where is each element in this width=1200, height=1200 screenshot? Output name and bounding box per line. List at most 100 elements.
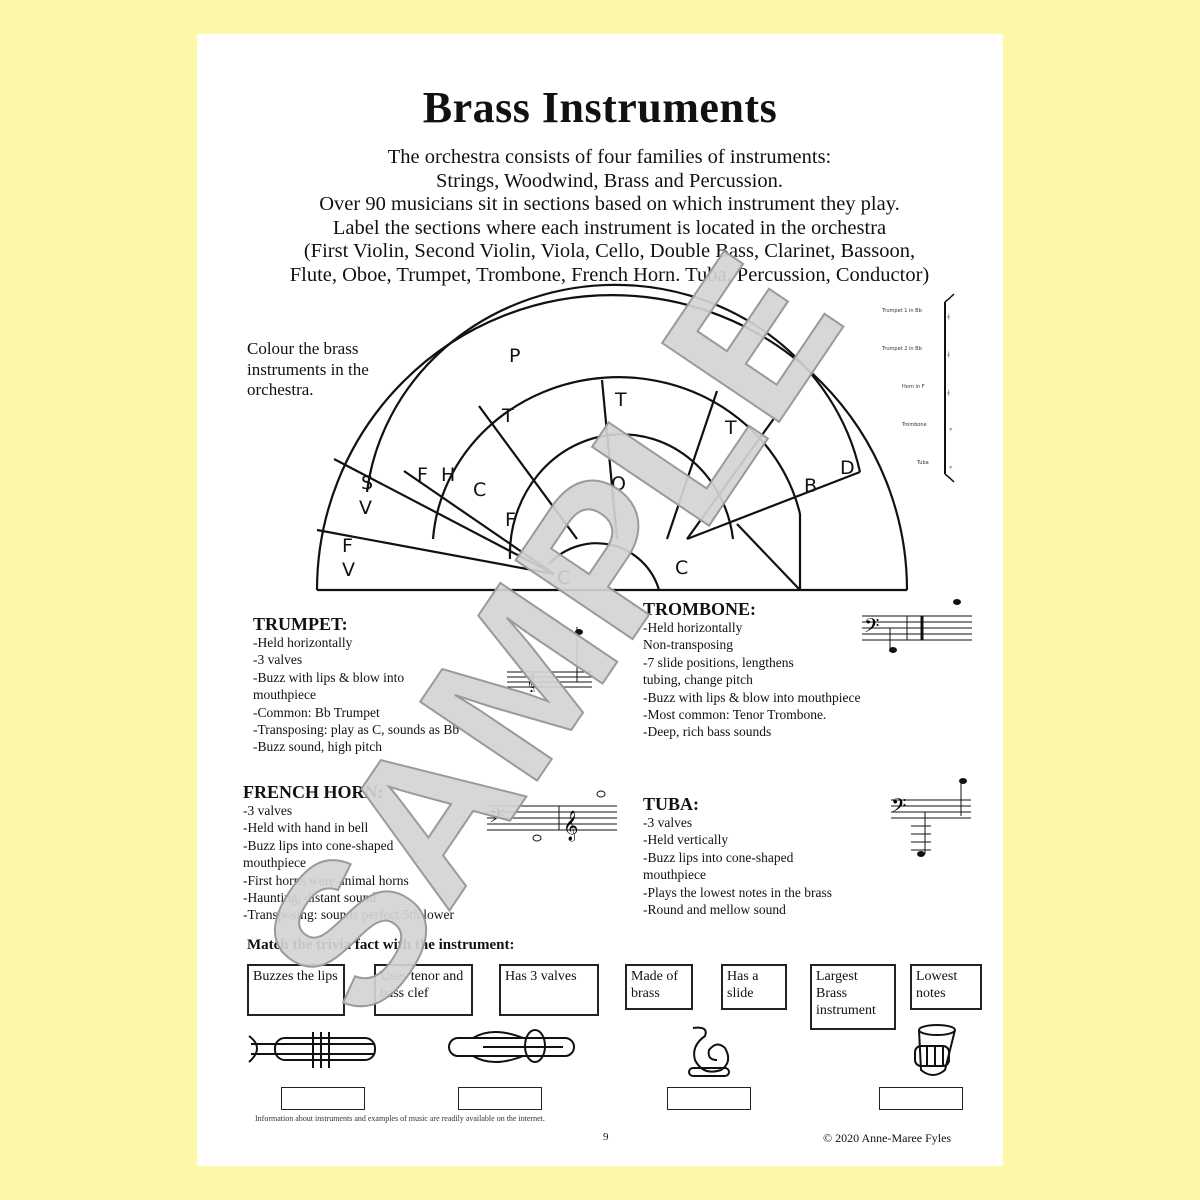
orch-label: T	[614, 389, 627, 411]
section-heading: FRENCH HORN:	[243, 782, 384, 802]
fact-line: -7 slide positions, lengthens	[643, 654, 794, 670]
ring-arc-3	[508, 433, 735, 560]
staff-label: Horn in F	[902, 384, 925, 390]
fact-line: -Held with hand in bell	[243, 820, 369, 836]
trivia-box[interactable]: Buzzes the lips	[247, 964, 345, 1016]
orch-label: D	[840, 457, 855, 479]
divider	[333, 458, 555, 575]
orch-label: C	[675, 557, 688, 579]
trivia-box[interactable]: Has 3 valves	[499, 964, 599, 1016]
ring-arc-1	[365, 283, 862, 493]
fact-line: mouthpiece	[243, 855, 306, 871]
divider	[403, 470, 555, 575]
intro-line: Flute, Oboe, Trumpet, Trombone, French H…	[289, 263, 930, 286]
trivia-box[interactable]: Largest Brass instrument	[810, 964, 896, 1030]
section-heading: TUBA:	[643, 794, 700, 814]
trivia-box[interactable]: Lowest notes	[910, 964, 982, 1010]
staff-label: Trombone	[901, 422, 927, 428]
orch-label: B	[804, 475, 817, 497]
fact-line: -Buzz sound, high pitch	[253, 739, 382, 755]
staff-label: Trumpet 1 in Bb	[881, 308, 922, 314]
section-heading: TRUMPET:	[253, 614, 348, 634]
bass-clef-icon: 𝄢	[949, 466, 953, 472]
bass-clef-icon: 𝄢	[864, 614, 879, 642]
tuba-icon	[914, 1024, 956, 1076]
trombone-section: TROMBONE: -Held horizontally Non-transpo…	[643, 599, 973, 741]
copyright: © 2020 Anne-Maree Fyles	[823, 1131, 952, 1145]
trombone-range-staff: 𝄢	[862, 599, 972, 653]
fact-line: -Common: Bb Trumpet	[253, 704, 380, 720]
french-horn-range-staff: 𝄢 𝄞	[487, 790, 617, 842]
fact-line: -Buzz with lips & blow into mouthpiece	[643, 689, 861, 705]
trumpet-section: TRUMPET: -Held horizontally -3 valves -B…	[253, 614, 583, 756]
colour-instruction: Colour the brass instruments in the orch…	[247, 339, 369, 399]
fact-line: -Most common: Tenor Trombone.	[643, 707, 827, 723]
orch-label: O	[611, 473, 626, 495]
intro-line: (First Violin, Second Violin, Viola, Cel…	[303, 240, 916, 262]
answer-box-trumpet[interactable]	[281, 1087, 365, 1110]
orch-label: C	[557, 567, 570, 589]
fact-line: -3 valves	[643, 815, 693, 830]
fact-line: -First horns were animal horns	[243, 872, 409, 888]
fact-line: -Round and mellow sound	[643, 902, 786, 918]
outer-arc	[315, 293, 909, 591]
fact-line: -Buzz lips into cone-shaped	[643, 849, 794, 865]
fact-line: Non-transposing	[643, 637, 733, 653]
orch-label: P	[509, 345, 520, 367]
answer-box-tuba[interactable]	[879, 1087, 963, 1110]
ring-arc-4	[548, 542, 661, 591]
french-horn-icon	[688, 1026, 730, 1077]
tuba-section: TUBA: -3 valves -Held vertically -Buzz l…	[643, 794, 973, 918]
bass-clef-icon: 𝄢	[489, 804, 504, 832]
tuba-range-staff: 𝄢	[891, 778, 971, 857]
orch-label: V	[342, 559, 355, 581]
worksheet-page: Brass Instruments The orchestra consists…	[197, 34, 1003, 1166]
treble-clef-icon: 𝄞	[947, 313, 950, 320]
divider	[316, 528, 555, 576]
fact-line: -Transposing: sounds perfect 5th lower	[243, 907, 454, 923]
fact-line: -Held vertically	[643, 832, 729, 848]
fact-line: -Buzz with lips & blow into	[253, 669, 405, 685]
trumpet-range-staff: 𝄞	[507, 627, 592, 692]
staff-label: Trumpet 2 in Bb	[881, 346, 922, 352]
fact-line: tubing, change pitch	[643, 672, 753, 688]
divider	[686, 416, 776, 540]
ring-arc-2	[431, 376, 802, 540]
footer-note: Information about instruments and exampl…	[255, 1114, 545, 1123]
answer-box-trombone[interactable]	[458, 1087, 542, 1110]
orch-label: T	[724, 417, 737, 439]
trivia-box[interactable]: Has a slide	[721, 964, 787, 1010]
french-horn-section: FRENCH HORN: -3 valves -Held with hand i…	[243, 782, 573, 924]
fact-line: -Held horizontally	[253, 635, 353, 650]
orch-label: S	[361, 472, 373, 494]
intro-line: Strings, Woodwind, Brass and Percussion.	[435, 169, 784, 192]
trivia-box[interactable]: Uses tenor and bass clef	[374, 964, 473, 1016]
page-title: Brass Instruments	[422, 83, 778, 132]
treble-clef-icon: 𝄞	[527, 673, 536, 692]
fact-line: -Held horizontally	[643, 620, 743, 635]
orch-label: H	[441, 464, 455, 486]
divider	[686, 470, 861, 541]
orch-label: C	[473, 479, 486, 501]
answer-box-french-horn[interactable]	[667, 1087, 751, 1110]
orch-label: T	[501, 405, 514, 427]
divider	[600, 379, 619, 540]
trumpet-icon	[248, 1032, 376, 1068]
fact-line: -Haunting, distant sound	[243, 890, 377, 906]
staff-label: Tuba	[916, 460, 929, 466]
orch-label: F	[505, 509, 516, 531]
fact-line: -Buzz lips into cone-shaped	[243, 837, 394, 853]
intro-text: The orchestra consists of four families …	[237, 146, 982, 287]
trivia-box[interactable]: Made of brass	[625, 964, 693, 1010]
fact-line: mouthpiece	[253, 687, 316, 703]
treble-clef-icon: 𝄞	[947, 389, 950, 396]
bass-clef-icon: 𝄢	[949, 428, 953, 434]
fact-line: mouthpiece	[643, 867, 706, 883]
orch-label: V	[359, 497, 372, 519]
divider	[736, 523, 801, 591]
fact-line: -3 valves	[253, 652, 303, 668]
fact-line: -Plays the lowest notes in the brass	[643, 884, 832, 900]
trombone-icon	[448, 1029, 575, 1063]
match-heading: Match the trivia fact with the instrumen…	[247, 937, 515, 953]
orch-label: F	[417, 464, 428, 486]
